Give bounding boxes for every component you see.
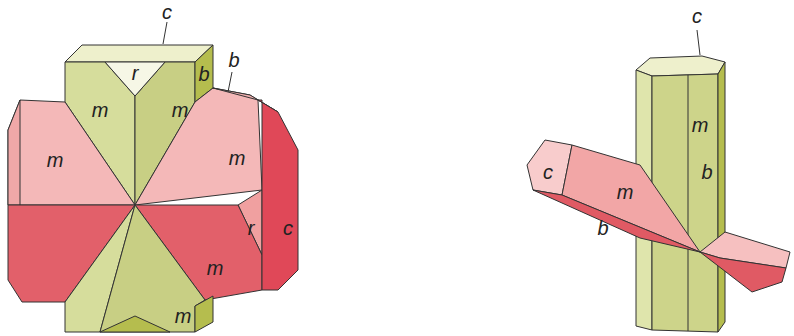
face-b: [718, 62, 725, 332]
face: [8, 100, 20, 205]
face-label: m: [617, 182, 634, 202]
face-label: b: [198, 64, 209, 84]
face-label: m: [47, 150, 64, 170]
face: [700, 252, 786, 292]
face-label: m: [172, 100, 189, 120]
face-label: c: [692, 6, 702, 26]
face-label: r: [132, 63, 139, 83]
face-label: m: [92, 100, 109, 120]
face-label: c: [162, 2, 172, 22]
face-label: c: [543, 162, 553, 182]
face-label: m: [229, 148, 246, 168]
face-label: m: [692, 115, 709, 135]
face-label: m: [207, 258, 224, 278]
face-label: m: [175, 306, 192, 326]
face-label: b: [701, 162, 712, 182]
face-m: [8, 100, 135, 205]
leader-line: [163, 22, 167, 44]
face-b: [533, 190, 700, 252]
face-m: [562, 145, 700, 252]
face-b: [195, 296, 213, 332]
leader-line: [228, 72, 232, 92]
face-label: b: [228, 50, 239, 70]
face: [100, 316, 170, 332]
face-c: [636, 56, 725, 76]
face-m: [135, 88, 262, 205]
face-r: [105, 62, 165, 96]
leader-line: [697, 30, 700, 55]
face-c: [258, 100, 298, 290]
face-c: [65, 45, 213, 62]
edge: [688, 75, 689, 331]
face-m: [100, 205, 205, 332]
face-label: r: [248, 218, 255, 238]
face-label: b: [597, 218, 608, 238]
face-label: c: [283, 218, 293, 238]
